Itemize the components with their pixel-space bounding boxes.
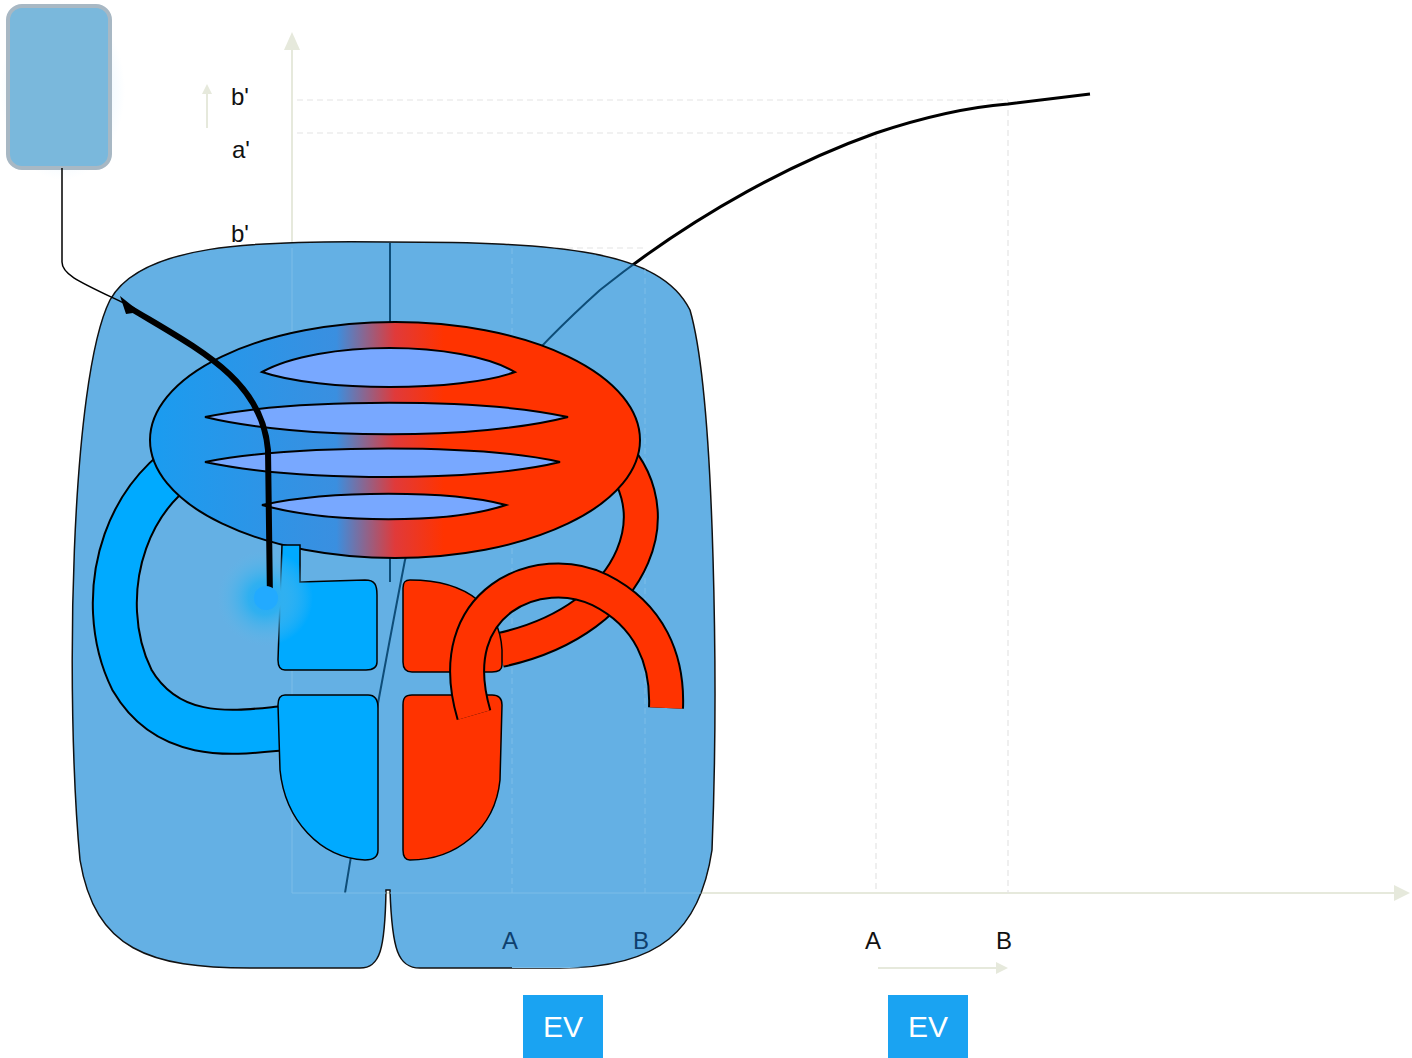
- ev-box: EV: [523, 995, 603, 1058]
- ev-label: EV: [543, 1012, 583, 1042]
- ev-label: EV: [908, 1012, 948, 1042]
- axis-label: b': [231, 85, 249, 109]
- axis-label: A: [865, 929, 881, 953]
- axis-label: B: [996, 929, 1012, 953]
- ev-box: EV: [888, 995, 968, 1058]
- axis-label: B: [633, 929, 649, 953]
- axis-label: a': [232, 138, 250, 162]
- axis-label: A: [502, 929, 518, 953]
- axis-label: b': [231, 222, 249, 246]
